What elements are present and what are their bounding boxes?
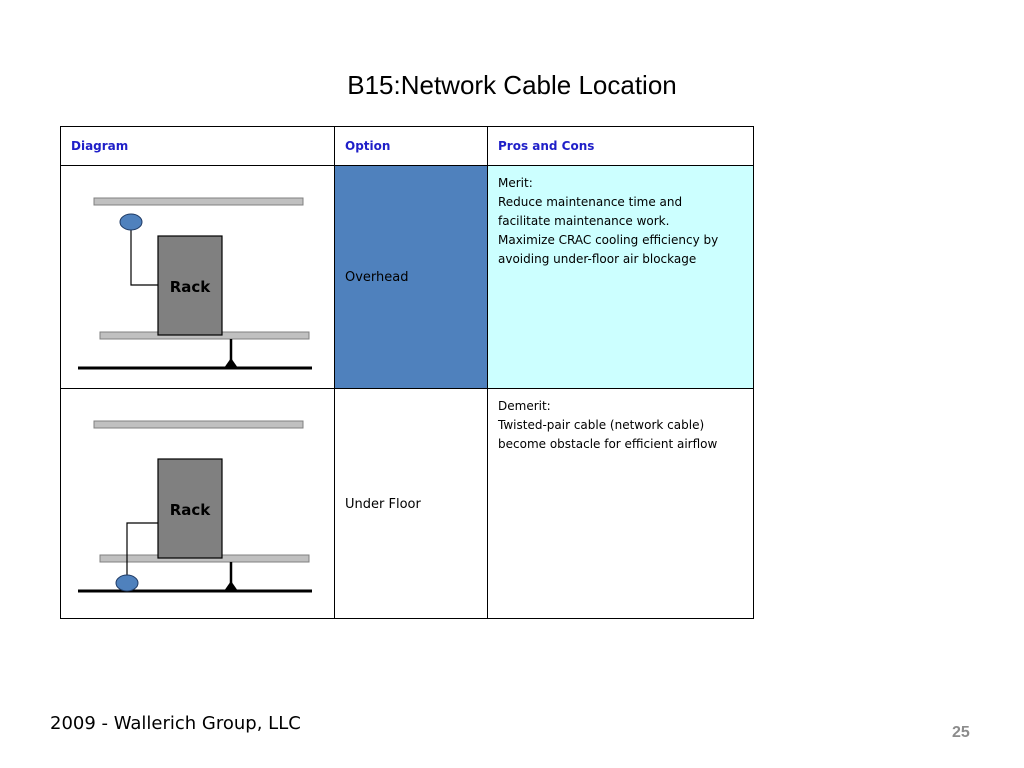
cable-node-icon: [119, 213, 143, 231]
rack-box: [157, 235, 223, 336]
network-cable-line: [130, 228, 158, 286]
demerit-line: Twisted-pair cable (network cable): [498, 418, 705, 432]
diagram-cell-under-floor: Rack: [60, 388, 335, 619]
cable-node-icon: [115, 574, 139, 592]
header-diagram-label: Diagram: [71, 139, 129, 153]
ceiling-tray-bar: [93, 420, 304, 429]
cable-location-table: Diagram Option Pros and Cons Rack Overhe…: [60, 126, 754, 619]
under-floor-cable-diagram: Rack: [78, 420, 312, 593]
rack-box: [157, 458, 223, 559]
merit-heading: Merit:: [498, 176, 533, 190]
header-pros-cons-label: Pros and Cons: [498, 139, 595, 153]
merit-line: avoiding under-floor air blockage: [498, 252, 697, 266]
merit-line: facilitate maintenance work.: [498, 214, 670, 228]
header-option: Option: [334, 126, 488, 166]
header-option-label: Option: [345, 139, 391, 153]
option-cell-overhead: Overhead: [334, 165, 488, 389]
merit-line: Maximize CRAC cooling efficiency by: [498, 233, 719, 247]
page-number: 25: [952, 724, 970, 741]
floor-support-foot: [224, 358, 238, 368]
network-cable-line: [126, 522, 158, 577]
diagram-cell-overhead: Rack: [60, 165, 335, 389]
pros-cons-cell-under-floor: Demerit: Twisted-pair cable (network cab…: [487, 388, 754, 619]
option-cell-under-floor: Under Floor: [334, 388, 488, 619]
demerit-line: become obstacle for efficient airflow: [498, 437, 718, 451]
rack-label: Rack: [170, 278, 212, 296]
demerit-heading: Demerit:: [498, 399, 551, 413]
option-under-floor-label: Under Floor: [345, 497, 421, 512]
table-row-overhead: Rack Overhead Merit: Reduce maintenance …: [60, 165, 754, 389]
merit-line: Reduce maintenance time and: [498, 195, 683, 209]
footer-copyright: 2009 - Wallerich Group, LLC: [50, 713, 301, 734]
option-overhead-label: Overhead: [345, 270, 409, 285]
overhead-cable-diagram: Rack: [78, 197, 312, 370]
floor-support-foot: [224, 581, 238, 591]
header-pros-cons: Pros and Cons: [487, 126, 754, 166]
slide-title: B15:Network Cable Location: [347, 70, 677, 100]
pros-cons-cell-overhead: Merit: Reduce maintenance time and facil…: [487, 165, 754, 389]
table-header-row: Diagram Option Pros and Cons: [60, 126, 754, 166]
rack-label: Rack: [170, 501, 212, 519]
header-diagram: Diagram: [60, 126, 335, 166]
table-row-under-floor: Rack Under Floor Demerit: Twisted-pair c…: [60, 388, 754, 619]
ceiling-tray-bar: [93, 197, 304, 206]
